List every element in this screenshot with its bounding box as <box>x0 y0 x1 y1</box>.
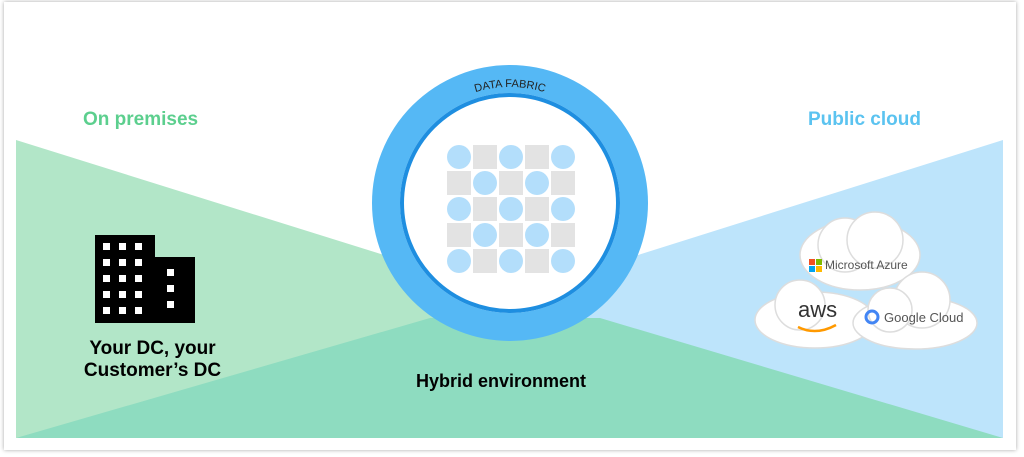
grid-circle <box>551 249 575 273</box>
grid-circle <box>499 145 523 169</box>
grid-square <box>525 249 549 273</box>
grid-square <box>525 197 549 221</box>
provider-google-cloud: Google Cloud <box>884 310 964 325</box>
dc-caption-line2: Customer’s DC <box>83 360 222 381</box>
data-grid <box>447 145 575 273</box>
grid-square <box>447 171 471 195</box>
provider-azure: Microsoft Azure <box>825 258 908 272</box>
public-cloud-area <box>400 140 1003 438</box>
grid-square <box>551 171 575 195</box>
grid-circle <box>551 145 575 169</box>
grid-square <box>473 145 497 169</box>
svg-text:DATA FABRIC: DATA FABRIC <box>473 78 547 95</box>
aws-smile-icon <box>797 323 837 333</box>
ring-label: DATA FABRIC <box>473 78 547 95</box>
grid-square <box>473 197 497 221</box>
grid-square <box>473 249 497 273</box>
building-icon <box>95 235 195 323</box>
provider-aws: aws <box>798 297 838 322</box>
grid-circle <box>551 197 575 221</box>
public-cloud-title: Public cloud <box>808 109 921 130</box>
grid-circle <box>525 223 549 247</box>
hybrid-area <box>16 318 1003 438</box>
grid-circle <box>473 223 497 247</box>
grid-circle <box>499 197 523 221</box>
on-premises-title: On premises <box>83 109 199 130</box>
grid-circle <box>447 145 471 169</box>
grid-circle <box>447 249 471 273</box>
grid-square <box>551 223 575 247</box>
google-cloud-logo-icon <box>864 309 880 325</box>
grid-square <box>525 145 549 169</box>
grid-circle <box>525 171 549 195</box>
hybrid-caption: Hybrid environment <box>416 371 587 391</box>
dc-caption-line1: Your DC, your <box>89 338 216 359</box>
grid-circle <box>447 197 471 221</box>
grid-circle <box>499 249 523 273</box>
grid-circle <box>473 171 497 195</box>
on-premises-area <box>16 140 640 438</box>
grid-square <box>499 223 523 247</box>
grid-square <box>499 171 523 195</box>
microsoft-logo-icon <box>809 259 822 272</box>
cloud-icons <box>754 211 978 350</box>
grid-square <box>447 223 471 247</box>
